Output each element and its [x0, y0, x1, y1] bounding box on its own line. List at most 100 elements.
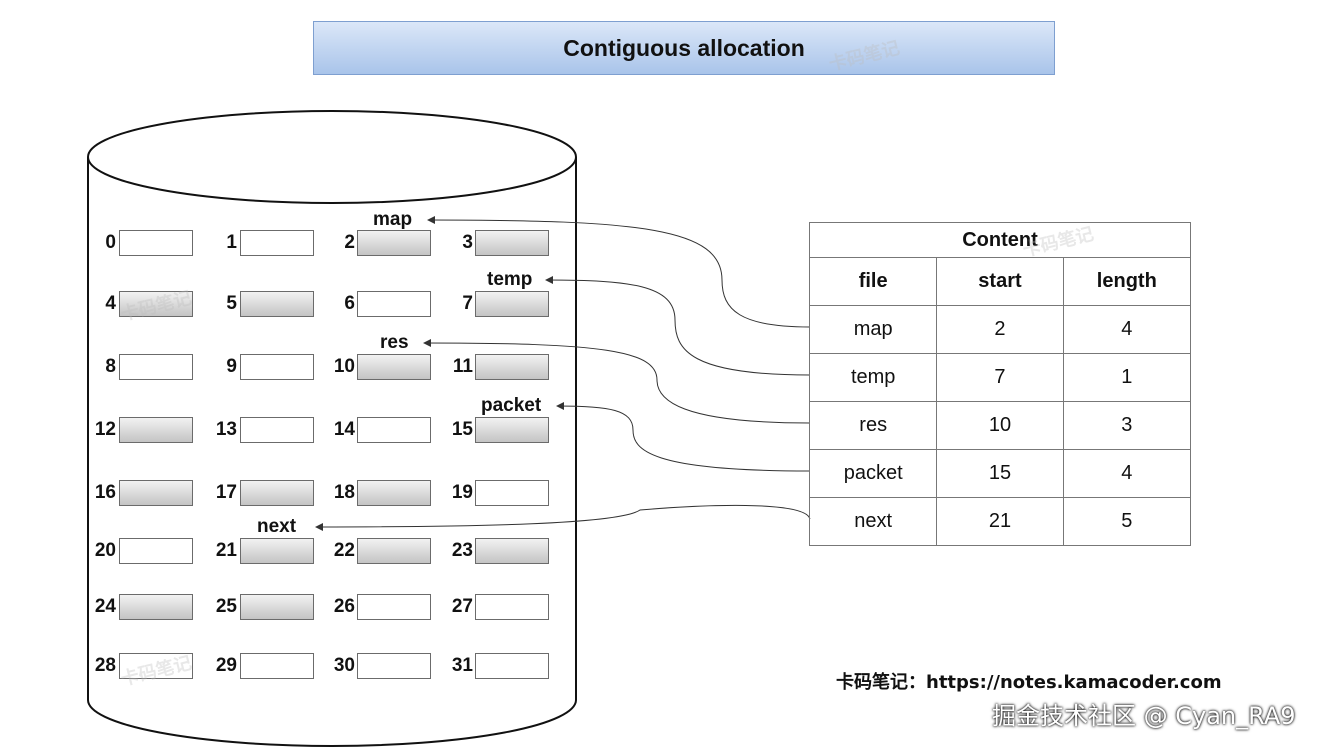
disk-block-free [119, 230, 193, 256]
disk-block-free [240, 653, 314, 679]
cell-start: 7 [936, 353, 1064, 402]
block-number: 2 [344, 232, 355, 253]
block-number: 17 [215, 482, 237, 503]
block-number: 13 [215, 419, 237, 440]
disk-block-used [240, 291, 314, 317]
block-number: 23 [451, 540, 473, 561]
cell-file: next [808, 497, 938, 546]
connector-next [315, 504, 811, 531]
block-number: 6 [344, 293, 355, 314]
disk-block-free [119, 354, 193, 380]
table-caption-row: Content [809, 222, 1191, 258]
disk-block-used [240, 480, 314, 506]
cell-start: 15 [936, 449, 1064, 498]
cell-start: 10 [936, 401, 1064, 450]
block-number: 21 [215, 540, 237, 561]
cell-length: 3 [1062, 401, 1192, 450]
disk-block-free [240, 230, 314, 256]
block-number: 30 [333, 655, 355, 676]
block-number: 0 [105, 232, 116, 253]
disk-block-used [119, 594, 193, 620]
table-caption: Content [809, 222, 1191, 258]
cell-file: res [808, 401, 938, 450]
cell-file: packet [808, 449, 938, 498]
table-row: next 21 5 [808, 497, 1192, 546]
disk-block-used [475, 354, 549, 380]
file-label-next: next [257, 516, 297, 537]
block-number: 4 [105, 293, 116, 314]
block-number: 15 [451, 419, 473, 440]
block-number: 28 [94, 655, 116, 676]
cylinder-body [87, 157, 577, 747]
cell-file: temp [808, 353, 938, 402]
disk-block-free [357, 291, 431, 317]
block-number: 1 [226, 232, 237, 253]
block-number: 20 [94, 540, 116, 561]
connector-temp [545, 276, 811, 376]
attribution-text: 掘金技术社区 @ Cyan_RA9 [992, 702, 1296, 730]
block-number: 11 [452, 356, 473, 377]
block-number: 24 [94, 596, 116, 617]
table-header-row: file start length [808, 257, 1192, 306]
disk-block-free [357, 594, 431, 620]
cell-length: 1 [1062, 353, 1192, 402]
block-number: 7 [462, 293, 473, 314]
disk-block-free [240, 417, 314, 443]
column-header-file: file [808, 257, 938, 306]
block-number: 16 [94, 482, 116, 503]
disk-block-used [357, 230, 431, 256]
disk-block-used [357, 480, 431, 506]
disk-block-used [240, 594, 314, 620]
cell-length: 5 [1062, 497, 1192, 546]
block-number: 18 [333, 482, 355, 503]
block-number: 12 [94, 419, 116, 440]
table-row: packet 15 4 [808, 449, 1192, 498]
disk-block-used [119, 480, 193, 506]
column-header-length: length [1062, 257, 1192, 306]
disk-block-free [475, 594, 549, 620]
disk-block-free [240, 354, 314, 380]
block-number: 3 [462, 232, 473, 253]
disk-block-free [475, 480, 549, 506]
connector-packet [556, 402, 811, 472]
cell-length: 4 [1062, 305, 1192, 354]
table-row: map 2 4 [808, 305, 1192, 354]
disk-block-free [357, 653, 431, 679]
footer-note: 卡码笔记：https://notes.kamacoder.com [836, 672, 1222, 693]
block-number: 8 [105, 356, 116, 377]
cell-file: map [808, 305, 938, 354]
disk-block-free [119, 653, 193, 679]
block-number: 5 [226, 293, 237, 314]
disk-block-free [119, 538, 193, 564]
disk-block-used [119, 417, 193, 443]
column-header-start: start [936, 257, 1064, 306]
connector-map [427, 216, 811, 328]
block-number: 27 [451, 596, 473, 617]
table-row: res 10 3 [808, 401, 1192, 450]
disk-block-used [475, 417, 549, 443]
block-number: 9 [226, 356, 237, 377]
disk-block-used [475, 538, 549, 564]
file-label-packet: packet [481, 395, 542, 416]
disk-block-free [475, 653, 549, 679]
disk-block-used [475, 291, 549, 317]
block-number: 25 [215, 596, 237, 617]
cell-start: 21 [936, 497, 1064, 546]
block-number: 19 [451, 482, 473, 503]
block-number: 14 [333, 419, 355, 440]
connector-res [423, 339, 811, 424]
disk-block-used [357, 538, 431, 564]
table-row: temp 7 1 [808, 353, 1192, 402]
disk-block-free [357, 417, 431, 443]
diagram-title: Contiguous allocation [563, 34, 805, 61]
disk-block-used [119, 291, 193, 317]
cell-start: 2 [936, 305, 1064, 354]
file-label-res: res [380, 332, 409, 353]
disk-block-used [475, 230, 549, 256]
block-number: 29 [215, 655, 237, 676]
cylinder-top [87, 110, 577, 204]
block-number: 22 [333, 540, 355, 561]
block-number: 31 [451, 655, 473, 676]
